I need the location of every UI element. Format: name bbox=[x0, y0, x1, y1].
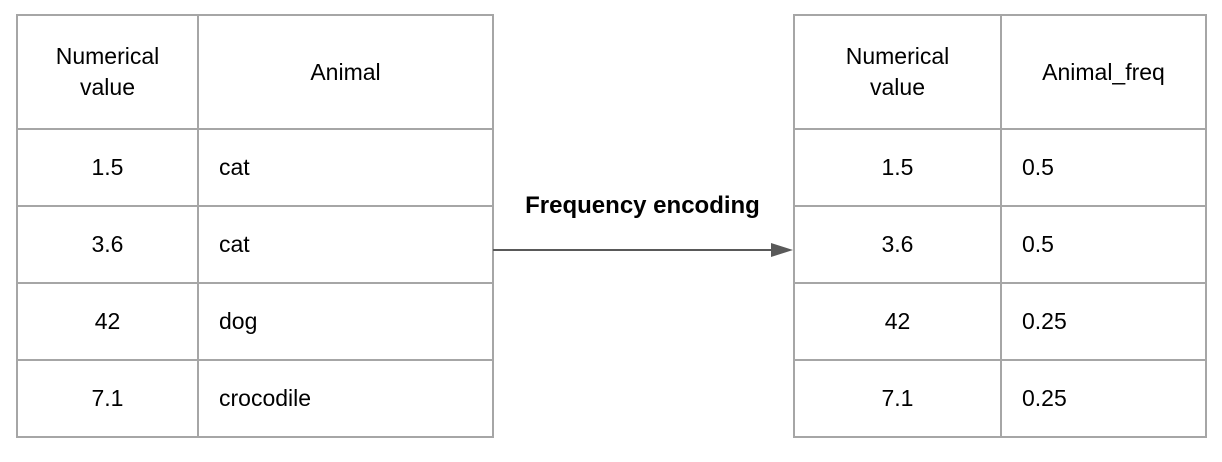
animal-cell: cat bbox=[197, 205, 494, 284]
header-label: Animal_freq bbox=[1042, 58, 1165, 85]
input-table: Numerical value Animal 1.5 cat 3.6 cat 4… bbox=[16, 14, 494, 438]
table-row: 42 0.25 bbox=[793, 282, 1207, 361]
input-header-numerical-value: Numerical value bbox=[16, 14, 199, 130]
output-table-header-row: Numerical value Animal_freq bbox=[793, 14, 1207, 130]
animal-cell: cat bbox=[197, 128, 494, 207]
table-row: 1.5 cat bbox=[16, 128, 494, 207]
table-row: 3.6 cat bbox=[16, 205, 494, 284]
transform-annotation: Frequency encoding bbox=[492, 0, 793, 462]
animal-cell: dog bbox=[197, 282, 494, 361]
table-row: 42 dog bbox=[16, 282, 494, 361]
table-row: 1.5 0.5 bbox=[793, 128, 1207, 207]
animal-freq-cell: 0.25 bbox=[1000, 282, 1207, 361]
numerical-value-cell: 3.6 bbox=[793, 205, 1002, 284]
animal-freq-cell: 0.5 bbox=[1000, 205, 1207, 284]
header-label: Numerical value bbox=[55, 43, 160, 100]
numerical-value-cell: 7.1 bbox=[793, 359, 1002, 438]
input-table-header-row: Numerical value Animal bbox=[16, 14, 494, 130]
numerical-value-cell: 3.6 bbox=[16, 205, 199, 284]
numerical-value-cell: 42 bbox=[793, 282, 1002, 361]
output-header-numerical-value: Numerical value bbox=[793, 14, 1002, 130]
output-header-animal-freq: Animal_freq bbox=[1000, 14, 1207, 130]
table-row: 3.6 0.5 bbox=[793, 205, 1207, 284]
numerical-value-cell: 1.5 bbox=[16, 128, 199, 207]
animal-cell: crocodile bbox=[197, 359, 494, 438]
output-table: Numerical value Animal_freq 1.5 0.5 3.6 … bbox=[793, 14, 1207, 438]
header-label: Numerical value bbox=[845, 43, 950, 100]
numerical-value-cell: 7.1 bbox=[16, 359, 199, 438]
table-row: 7.1 0.25 bbox=[793, 359, 1207, 438]
input-header-animal: Animal bbox=[197, 14, 494, 130]
right-arrow-icon bbox=[493, 243, 793, 257]
animal-freq-cell: 0.5 bbox=[1000, 128, 1207, 207]
table-row: 7.1 crocodile bbox=[16, 359, 494, 438]
numerical-value-cell: 1.5 bbox=[793, 128, 1002, 207]
animal-freq-cell: 0.25 bbox=[1000, 359, 1207, 438]
numerical-value-cell: 42 bbox=[16, 282, 199, 361]
header-label: Animal bbox=[310, 58, 381, 85]
transform-label: Frequency encoding bbox=[525, 192, 760, 219]
